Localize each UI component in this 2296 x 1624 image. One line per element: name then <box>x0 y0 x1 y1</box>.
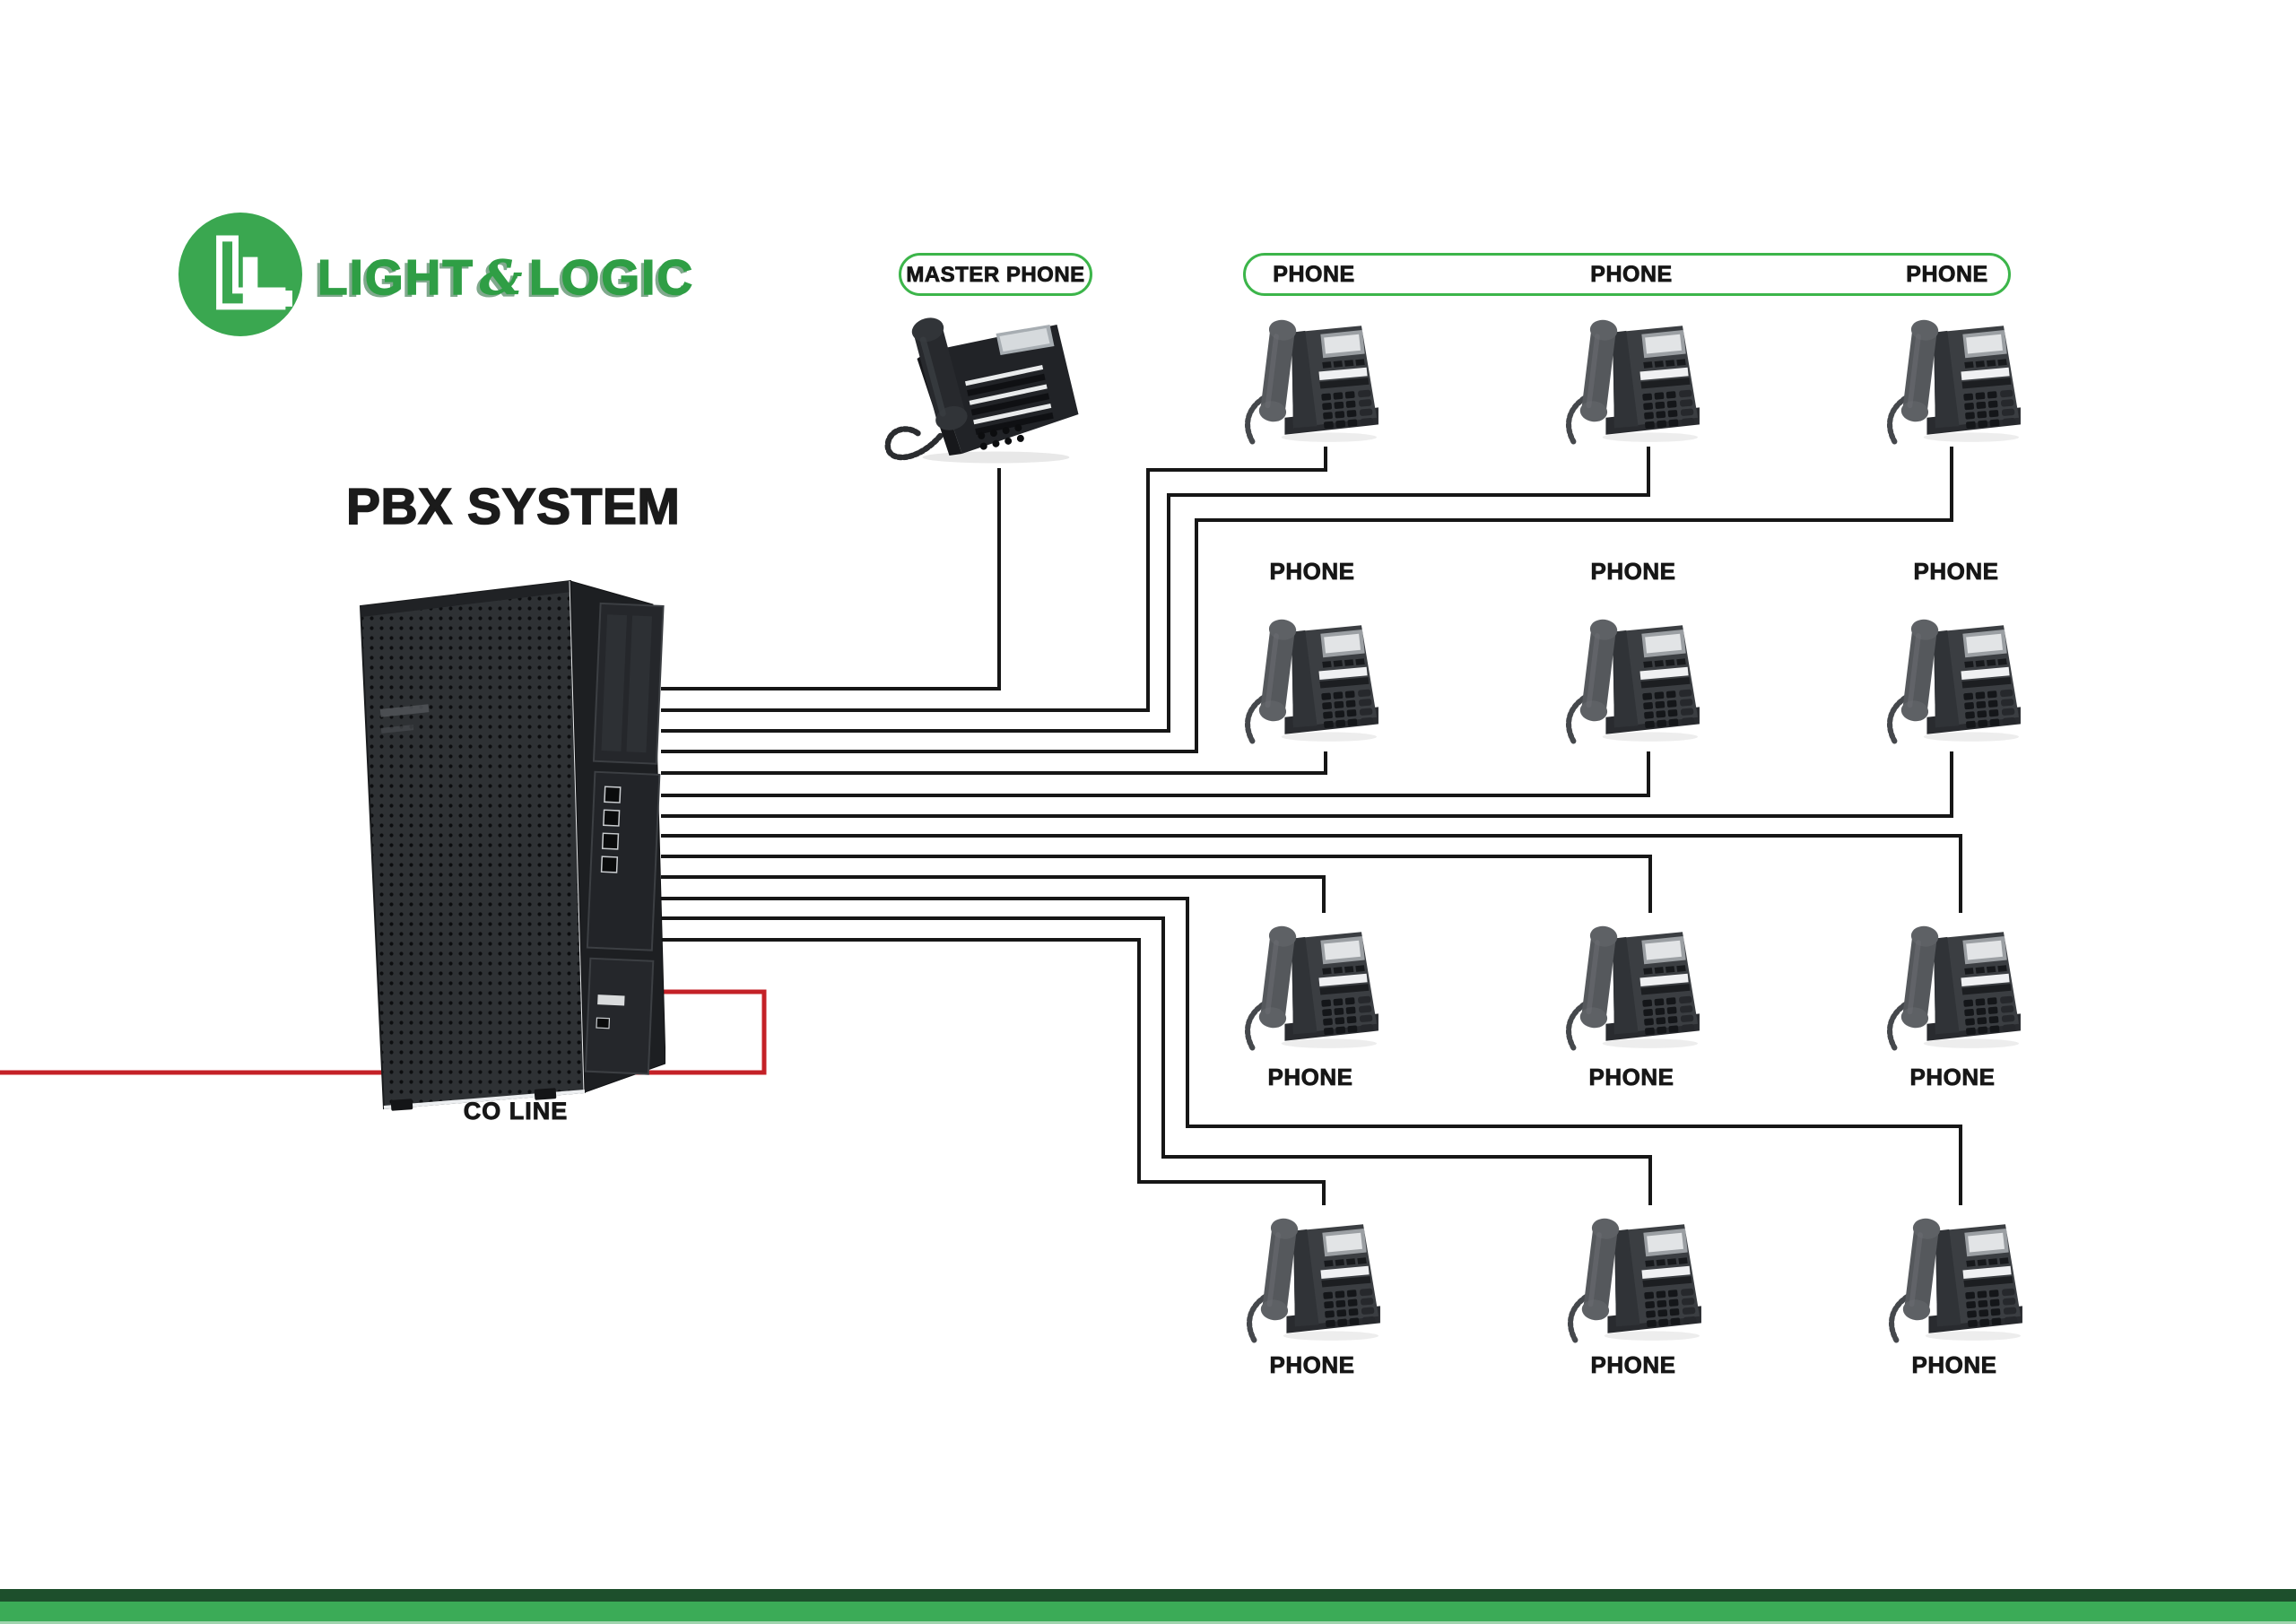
phone-label-row1-col3: PHONE <box>1906 262 1988 288</box>
connector-line-r2c3 <box>661 751 1953 818</box>
connector-line-r2c2 <box>661 751 1650 797</box>
brand-word-2: LOGIC <box>528 248 695 306</box>
phone-label-row2-col1: PHONE <box>1269 558 1355 586</box>
connector-line-r4c3 <box>661 897 1962 1205</box>
phone-image-row2-col2 <box>1555 612 1706 748</box>
phone-image-row1-col3 <box>1876 312 2027 448</box>
pbx-system-title: PBX SYSTEM <box>345 477 681 536</box>
connector-line-r3c1 <box>661 875 1326 913</box>
phone-label-row4-col3: PHONE <box>1911 1351 1997 1379</box>
connector-line-r3c2 <box>661 855 1652 913</box>
phone-image-row1-col1 <box>1234 312 1385 448</box>
connector-line-r4c1 <box>661 938 1326 1205</box>
connector-line-master <box>661 468 1001 690</box>
phone-image-row3-col1 <box>1234 918 1385 1055</box>
brand-word-1: LIGHT <box>317 248 474 306</box>
connector-line-r3c3 <box>661 834 1962 913</box>
phone-image-row4-col3 <box>1878 1211 2029 1347</box>
phone-image-row3-col2 <box>1555 918 1706 1055</box>
phone-label-row2-col2: PHONE <box>1590 558 1676 586</box>
footer-bar-green <box>0 1602 2296 1621</box>
co-line-label: CO LINE <box>463 1098 569 1125</box>
master-phone-label-pill: MASTER PHONE <box>899 253 1092 296</box>
footer-bar-dark <box>0 1589 2296 1602</box>
phone-image-row1-col2 <box>1555 312 1706 448</box>
phone-image-row4-col2 <box>1557 1211 1708 1347</box>
brand-logo-text: LIGHT&LOGIC <box>317 248 694 307</box>
phone-image-row3-col3 <box>1876 918 2027 1055</box>
ll-monogram-icon <box>216 235 292 310</box>
footer-bar-pale <box>0 1621 2296 1624</box>
brand-logo-icon <box>178 213 302 336</box>
connector-line-r1c2 <box>661 447 1650 733</box>
connector-line-r2c1 <box>661 751 1327 775</box>
phone-image-row2-col1 <box>1234 612 1385 748</box>
master-phone-image <box>879 307 1090 468</box>
phone-label-row2-col3: PHONE <box>1913 558 1999 586</box>
phone-label-row1-col1: PHONE <box>1273 262 1355 288</box>
extension-phones-label-bar: PHONE PHONE PHONE <box>1243 253 2011 296</box>
connector-line-r4c2 <box>661 916 1652 1205</box>
connector-line-r1c3 <box>661 447 1953 753</box>
phone-image-row4-col1 <box>1236 1211 1387 1347</box>
brand-ampersand: & <box>479 251 524 307</box>
phone-label-row4-col1: PHONE <box>1269 1351 1355 1379</box>
connector-line-r1c1 <box>661 447 1327 712</box>
phone-label-row3-col1: PHONE <box>1267 1064 1353 1091</box>
phone-label-row1-col2: PHONE <box>1590 262 1673 288</box>
phone-label-row3-col3: PHONE <box>1909 1064 1996 1091</box>
phone-image-row2-col3 <box>1876 612 2027 748</box>
pbx-image <box>359 579 665 1111</box>
phone-label-row3-col2: PHONE <box>1588 1064 1674 1091</box>
phone-label-row4-col2: PHONE <box>1590 1351 1676 1379</box>
